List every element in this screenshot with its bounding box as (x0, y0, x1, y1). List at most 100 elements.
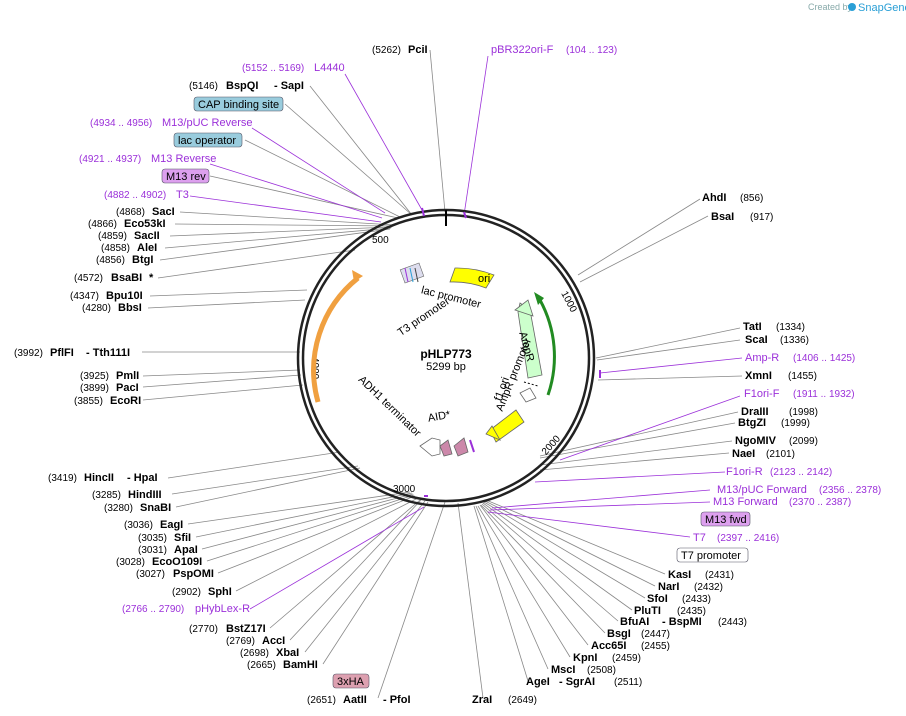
site-pos: (2455) (641, 641, 670, 652)
site-pos: (3419) (48, 473, 77, 484)
site-name[interactable]: NgoMIV (735, 435, 777, 447)
site-name[interactable]: HindIII (128, 489, 162, 501)
site-pos: (917) (750, 212, 773, 223)
primer-range: (1406 .. 1425) (793, 353, 855, 364)
site-name[interactable]: BsaBI (111, 272, 142, 284)
site-name[interactable]: ScaI (745, 334, 768, 346)
site-pos: (2433) (682, 594, 711, 605)
site-name[interactable]: BtgZI (738, 417, 766, 429)
site-name[interactable]: EcoO109I (152, 556, 202, 568)
site-pos: (4572) (74, 273, 103, 284)
t7-promoter-box[interactable] (676, 547, 749, 563)
site-name[interactable]: BstZ17I (226, 623, 266, 635)
site-name[interactable]: SphI (208, 586, 232, 598)
primer-m13puc-reverse[interactable]: M13/pUC Reverse (162, 117, 252, 129)
site-pos: (4347) (70, 291, 99, 302)
site-name[interactable]: AhdI (702, 192, 726, 204)
primer-f1ori-f[interactable]: F1ori-F (744, 388, 780, 400)
site-pos: (3992) (14, 348, 43, 359)
site-name[interactable]: AatII (343, 694, 367, 706)
primer-range: (5152 .. 5169) (242, 63, 304, 74)
site-name[interactable]: PacI (116, 382, 139, 394)
site-name[interactable]: SacII (134, 230, 160, 242)
ampr-dash (523, 381, 539, 387)
site-name[interactable]: Eco53kI (124, 218, 166, 230)
primer-l4440[interactable]: L4440 (314, 62, 345, 74)
t3-promoter-label: T3 promoter (396, 295, 453, 339)
plasmid-name: pHLP773 (420, 347, 472, 361)
site-name[interactable]: BbsI (118, 302, 142, 314)
site-pos: (4856) (96, 255, 125, 266)
site-name[interactable]: NarI (658, 581, 679, 593)
site-pos: (2769) (226, 636, 255, 647)
site-name[interactable]: KasI (668, 569, 691, 581)
3xha-box[interactable] (332, 673, 370, 689)
site-name[interactable]: ApaI (174, 544, 198, 556)
site-name[interactable]: BspQI (226, 80, 258, 92)
site-name[interactable]: BsaI (711, 211, 734, 223)
site-name[interactable]: PspOMI (173, 568, 214, 580)
site-name[interactable]: KpnI (573, 652, 597, 664)
site-pos: (1999) (781, 418, 810, 429)
site-pos: (1455) (788, 371, 817, 382)
site-pos: (3028) (116, 557, 145, 568)
site-name[interactable]: SnaBI (140, 502, 171, 514)
site-name[interactable]: AleI (137, 242, 157, 254)
site-name[interactable]: SacI (152, 206, 175, 218)
primer-amp-r[interactable]: Amp-R (745, 352, 779, 364)
site-name[interactable]: PflFI (50, 347, 74, 359)
primer-phyblex-r[interactable]: pHybLex-R (195, 603, 250, 615)
primer-m13-forward[interactable]: M13 Forward (713, 496, 778, 508)
site-name[interactable]: ZraI (472, 694, 492, 706)
ori-feature (449, 267, 495, 289)
primer-marks (421, 207, 601, 497)
site-pos: (3027) (136, 569, 165, 580)
site-suffix[interactable]: - HpaI (127, 472, 158, 484)
site-name[interactable]: Acc65I (591, 640, 626, 652)
site-suffix[interactable]: - PfoI (383, 694, 411, 706)
site-name[interactable]: PluTI (634, 605, 661, 617)
orange-arrow-icon (352, 270, 363, 282)
site-name[interactable]: BamHI (283, 659, 318, 671)
orange-feature-arc (311, 276, 360, 403)
site-name[interactable]: NaeI (732, 448, 755, 460)
site-name[interactable]: BsgI (607, 628, 631, 640)
m13-rev-box[interactable] (161, 168, 210, 184)
site-name[interactable]: XbaI (276, 647, 299, 659)
site-name[interactable]: TatI (743, 321, 762, 333)
site-name[interactable]: AccI (262, 635, 285, 647)
site-pos: (3036) (124, 520, 153, 531)
primer-m13puc-forward[interactable]: M13/pUC Forward (717, 484, 807, 496)
plasmid-size: 5299 bp (426, 361, 466, 373)
site-suffix[interactable]: - SgrAI (559, 676, 595, 688)
site-name[interactable]: BfuAI (620, 616, 649, 628)
site-pos: (2431) (705, 570, 734, 581)
site-name[interactable]: AgeI (526, 676, 550, 688)
site-suffix[interactable]: - BspMI (662, 616, 702, 628)
site-name[interactable]: DraIII (741, 406, 769, 418)
primer-m13-reverse[interactable]: M13 Reverse (151, 153, 216, 165)
site-name[interactable]: MscI (551, 664, 575, 676)
site-name[interactable]: PmlI (116, 370, 139, 382)
site-name[interactable]: SfoI (647, 593, 668, 605)
site-name[interactable]: XmnI (745, 370, 772, 382)
site-name[interactable]: BtgI (132, 254, 153, 266)
primer-t7[interactable]: T7 (693, 532, 706, 544)
primer-f1ori-r[interactable]: F1ori-R (726, 466, 763, 478)
primer-pbr322ori-f[interactable]: pBR322ori-F (491, 44, 554, 56)
primer-t3[interactable]: T3 (176, 189, 189, 201)
site-name[interactable]: EcoRI (110, 395, 141, 407)
site-suffix[interactable]: - SapI (274, 80, 304, 92)
site-name[interactable]: PciI (408, 44, 428, 56)
site-suffix[interactable]: - Tth111I (86, 347, 130, 359)
site-name[interactable]: EagI (160, 519, 183, 531)
lac-operator-box[interactable] (173, 132, 243, 148)
site-name[interactable]: Bpu10I (106, 290, 143, 302)
cap-binding-site-box[interactable] (193, 96, 284, 112)
site-name[interactable]: SfiI (174, 532, 191, 544)
site-pos: (1334) (776, 322, 805, 333)
site-name[interactable]: HincII (84, 472, 114, 484)
m13-fwd-box[interactable] (700, 511, 751, 527)
site-pos: (4868) (116, 207, 145, 218)
